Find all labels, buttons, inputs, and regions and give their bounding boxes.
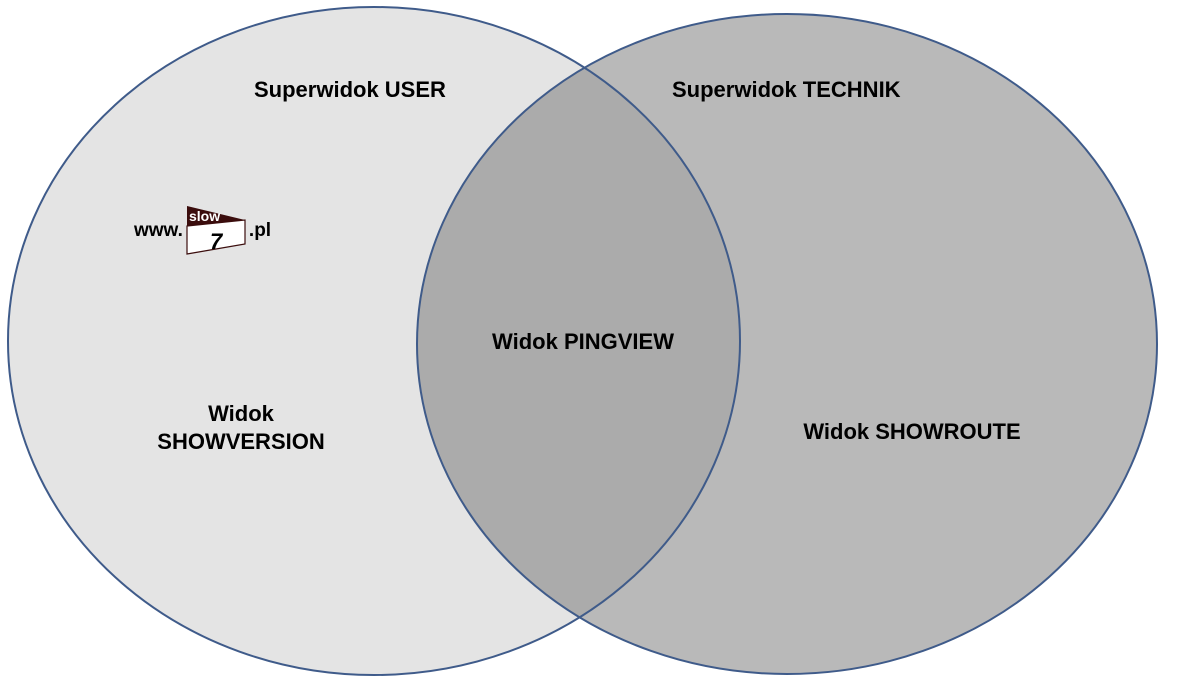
intersection-region — [417, 14, 740, 674]
set-user-item-line2: SHOWVERSION — [157, 429, 325, 454]
set-technik-outline — [416, 13, 1158, 675]
set-user-title: Superwidok USER — [254, 77, 446, 102]
logo-suffix: .pl — [248, 220, 272, 241]
slow7-badge-icon: slow 7 — [186, 206, 246, 255]
set-technik-title: Superwidok TECHNIK — [672, 77, 901, 102]
set-user-outline — [7, 6, 741, 676]
set-technik-item: Widok SHOWROUTE — [803, 419, 1021, 444]
site-logo: www. slow 7 .pl — [134, 204, 271, 258]
badge-number-text: 7 — [210, 229, 224, 254]
set-user-item: Widok SHOWVERSION — [157, 400, 324, 456]
logo-prefix: www. — [134, 220, 183, 241]
intersection-label: Widok PINGVIEW — [492, 329, 674, 354]
set-user-item-line1: Widok — [208, 401, 274, 426]
badge-top-text: slow — [189, 208, 220, 224]
